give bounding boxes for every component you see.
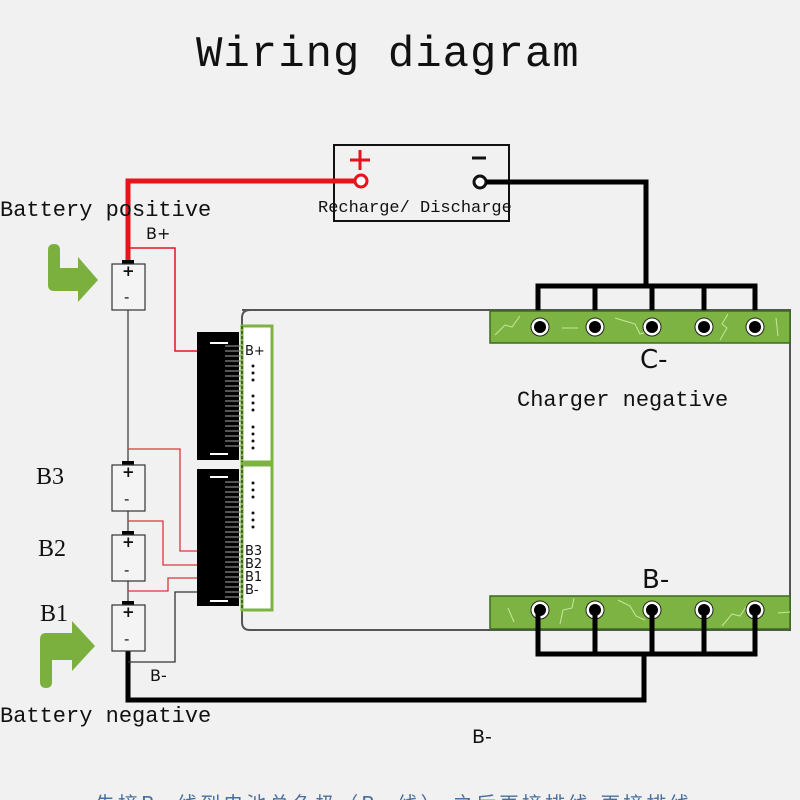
balance-wire-b1 xyxy=(128,577,198,592)
charger-negative-wire xyxy=(486,179,649,285)
balance-wire-b-minus xyxy=(128,591,198,663)
b-minus-pad-label: B- xyxy=(642,565,670,595)
battery-positive-label: Battery positive xyxy=(0,198,212,223)
c-minus-terminal xyxy=(530,317,550,337)
cell-b2-minus: - xyxy=(124,561,130,579)
connector-pin-b-plus: B+ xyxy=(245,344,265,359)
cell-top xyxy=(111,260,146,311)
c-minus-terminal xyxy=(585,317,605,337)
battery-negative-wire xyxy=(125,650,647,703)
connector-pin-b3: B3 xyxy=(245,544,263,559)
connector-pin-b2: B2 xyxy=(245,557,263,572)
cell-b3-name: B3 xyxy=(36,464,65,490)
b-minus-wire-label: B- xyxy=(150,666,167,685)
cell-b1-minus: - xyxy=(124,630,130,648)
footer-instruction: 先接B- 线到电池总负极（B- 线） 之后再接排线 再接排线 xyxy=(95,788,692,800)
connector-pin-b-minus: B- xyxy=(245,583,259,598)
b-plus-wire-label: B+ xyxy=(146,224,171,243)
cell-b1 xyxy=(111,601,146,652)
cell-b3-plus: + xyxy=(122,463,135,481)
balance-connector-top xyxy=(197,332,243,460)
balance-wire-b-plus xyxy=(128,247,198,352)
positive-main-wire xyxy=(125,178,357,265)
cell-b3 xyxy=(111,461,146,512)
balance-connector-bottom xyxy=(197,469,243,606)
cell-b2 xyxy=(111,531,146,582)
c-minus-terminal xyxy=(745,317,765,337)
c-minus-terminals xyxy=(530,317,765,337)
c-minus-terminal xyxy=(642,317,662,337)
battery-negative-label: Battery negative xyxy=(0,704,212,729)
b-minus-terminal xyxy=(642,600,662,620)
b-minus-bottom-label: B- xyxy=(472,726,492,748)
cell-b1-plus: + xyxy=(122,603,135,621)
load-label: Recharge/ Discharge xyxy=(318,199,512,218)
balance-wire-b3 xyxy=(128,448,198,552)
c-minus-pad-label: C- xyxy=(640,345,668,375)
cell-b1-name: B1 xyxy=(40,601,69,627)
load-negative-terminal xyxy=(472,174,488,190)
cell-top-plus: + xyxy=(122,262,135,280)
bms-board-outline xyxy=(241,309,791,631)
load-positive-terminal xyxy=(353,173,369,189)
page-title: Wiring diagram xyxy=(196,30,580,80)
cell-b2-plus: + xyxy=(122,533,135,551)
arrow-to-negative-icon xyxy=(40,621,95,688)
balance-wire-b2 xyxy=(128,520,198,566)
arrow-to-positive-icon xyxy=(48,244,98,302)
c-minus-terminal xyxy=(694,317,714,337)
connector-pin-b1: B1 xyxy=(245,570,263,585)
cell-top-minus: - xyxy=(124,288,130,306)
charger-negative-label: Charger negative xyxy=(517,388,729,413)
cell-b3-minus: - xyxy=(124,490,130,508)
cell-b2-name: B2 xyxy=(38,536,67,562)
c-minus-bus xyxy=(535,283,758,312)
load-plus-sign xyxy=(350,150,370,170)
